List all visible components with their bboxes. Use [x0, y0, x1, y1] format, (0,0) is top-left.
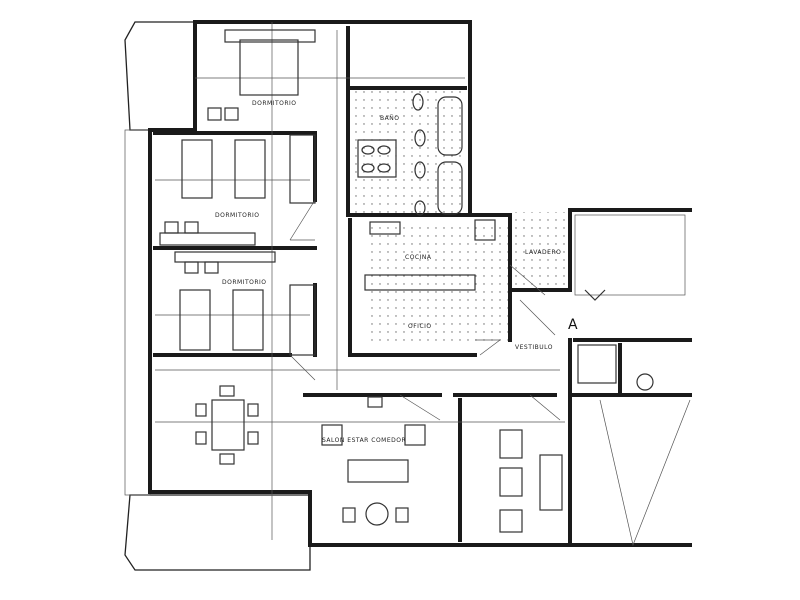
room-label-bedroom1: DORMITORIO: [252, 100, 297, 107]
room-label-living: SALON ESTAR COMEDOR: [322, 437, 406, 444]
bed-bedroom1: [207, 29, 316, 121]
doors: [289, 199, 561, 421]
room-label-laundry: LAVADERO: [525, 249, 561, 256]
kitchen-floor: [365, 225, 510, 345]
room-label-bathroom: BAÑO: [380, 115, 399, 122]
stairs: [574, 214, 686, 391]
terrace-top-left: [124, 21, 196, 131]
terrace-left-strip: [124, 129, 151, 496]
dining-table: [195, 385, 259, 465]
walls: [148, 20, 692, 547]
terrace-bottom: [124, 494, 311, 571]
laundry-floor: [515, 212, 565, 288]
room-label-kitchen: COCINA: [405, 254, 432, 261]
beds-bedroom3: [174, 251, 316, 356]
room-label-bedroom3: DORMITORIO: [222, 279, 267, 286]
room-label-pantry: OFICIO: [408, 323, 432, 330]
bathroom-fixtures: [357, 93, 463, 216]
section-marker: A: [568, 317, 578, 333]
room-label-hall: VESTIBULO: [515, 344, 553, 351]
room-label-bedroom2: DORMITORIO: [215, 212, 260, 219]
kitchen-fixtures: [364, 219, 496, 291]
living-furniture: [321, 396, 563, 533]
bathroom-floor: [350, 88, 465, 215]
beds-bedroom2: [159, 134, 316, 246]
